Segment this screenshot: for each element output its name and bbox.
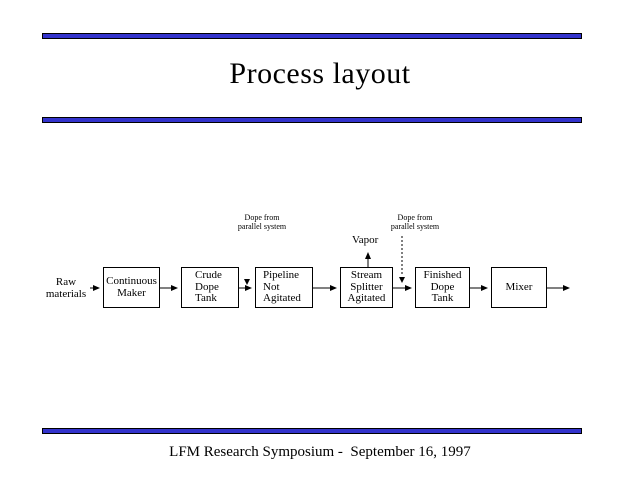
title-underline-bar — [42, 117, 582, 123]
process-box-label: Mixer — [505, 280, 533, 293]
process-box-pipeline-not-agitated: Pipeline Not Agitated — [255, 267, 313, 308]
process-box-mixer: Mixer — [491, 267, 547, 308]
footer-text: LFM Research Symposium - September 16, 1… — [169, 444, 471, 460]
process-box-label: Continuous Maker — [106, 275, 157, 299]
parallel-feed-label-2: Dope from parallel system — [390, 213, 440, 231]
process-box-finished-dope-tank: Finished Dope Tank — [415, 267, 470, 308]
process-box-crude-dope-tank: Crude Dope Tank — [181, 267, 239, 308]
process-box-label: Pipeline Not Agitated — [263, 269, 301, 305]
parallel-feed-arrowhead-2 — [399, 277, 405, 283]
process-box-label: Finished Dope Tank — [423, 269, 462, 305]
vapor-label: Vapor — [352, 234, 379, 246]
raw-materials-label: Raw materials — [45, 276, 87, 300]
footer-accent-bar — [42, 428, 582, 434]
process-box-label: Crude Dope Tank — [195, 269, 222, 305]
parallel-feed-label-1: Dope from parallel system — [237, 213, 287, 231]
process-box-stream-splitter: Stream Splitter Agitated — [340, 267, 393, 308]
slide-title: Process layout — [229, 57, 411, 90]
process-box-continuous-maker: Continuous Maker — [103, 267, 160, 308]
process-box-label: Stream Splitter Agitated — [347, 269, 386, 305]
parallel-feed-arrowhead-1 — [244, 279, 250, 285]
top-accent-bar — [42, 33, 582, 39]
